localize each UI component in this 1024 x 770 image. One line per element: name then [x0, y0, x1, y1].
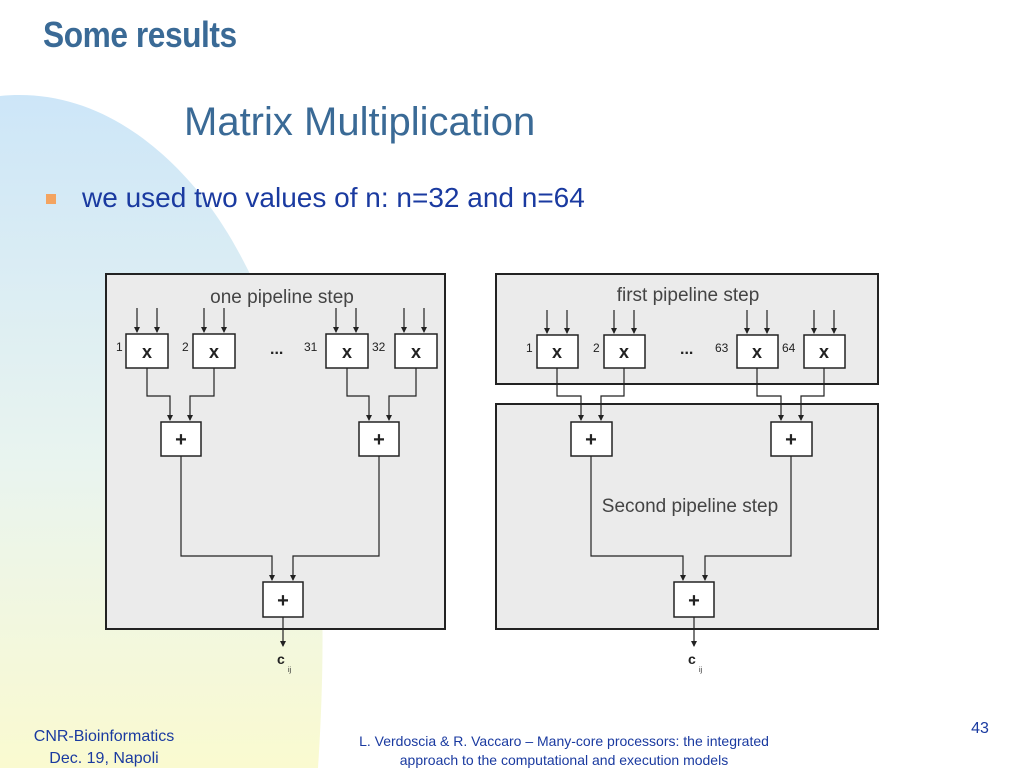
- left-input-arrows: [134, 308, 427, 333]
- left-multiplier-index: 1: [116, 340, 123, 354]
- slide-title: Some results: [43, 14, 237, 55]
- footer-citation: L. Verdoscia & R. Vaccaro – Many-core pr…: [300, 732, 828, 770]
- page-number: 43: [971, 720, 989, 737]
- left-adder-connections: [180, 456, 380, 581]
- left-final-adder: +: [262, 581, 304, 618]
- right-multiplier-op: x: [552, 342, 562, 362]
- left-output-label: c: [277, 651, 285, 667]
- right-adder-op: +: [785, 429, 797, 451]
- left-multiplier-index: 31: [304, 340, 318, 354]
- left-multiplier-op: x: [209, 342, 219, 362]
- right-multiplier: x 64: [782, 334, 846, 369]
- right-output-subscript: ij: [699, 667, 703, 674]
- footer-citation-line1: L. Verdoscia & R. Vaccaro – Many-core pr…: [359, 733, 769, 749]
- right-multiplier-index: 63: [715, 341, 729, 355]
- footer-org-line2: Dec. 19, Napoli: [49, 750, 159, 767]
- right-multiplier-index: 2: [593, 341, 600, 355]
- right-multiplier-op: x: [819, 342, 829, 362]
- left-multiplier: x 1: [116, 333, 169, 369]
- left-multiplier-index: 32: [372, 340, 386, 354]
- left-ellipsis: ...: [270, 341, 283, 358]
- right-bottom-panel-label: Second pipeline step: [602, 496, 778, 517]
- footer-organization: CNR-Bioinformatics Dec. 19, Napoli: [14, 726, 194, 770]
- right-output-label: c: [688, 651, 696, 667]
- right-multiplier-index: 1: [526, 341, 533, 355]
- right-adder: +: [770, 421, 813, 457]
- left-output-subscript: ij: [288, 667, 292, 674]
- left-mult-connections: [146, 368, 417, 421]
- left-adder-op: +: [373, 429, 385, 451]
- right-top-panel-label: first pipeline step: [617, 285, 760, 306]
- left-adder: +: [358, 421, 400, 457]
- right-diagram: first pipeline step Second pipeline step…: [495, 273, 879, 674]
- left-multiplier: x 2: [182, 333, 236, 369]
- left-adder: +: [160, 421, 202, 457]
- bullet-text: we used two values of n: n=32 and n=64: [82, 182, 585, 213]
- right-multiplier: x 2: [593, 334, 646, 369]
- bullet-square-icon: [46, 194, 56, 204]
- slide-subtitle: Matrix Multiplication: [184, 100, 536, 144]
- right-adder: +: [570, 421, 613, 457]
- left-multiplier-op: x: [411, 342, 421, 362]
- right-adder-connections: [590, 456, 792, 581]
- right-multiplier: x 63: [715, 334, 779, 369]
- left-multiplier-index: 2: [182, 340, 189, 354]
- left-final-adder-op: +: [277, 590, 289, 612]
- right-mult-connections: [556, 368, 825, 421]
- right-multiplier-index: 64: [782, 341, 796, 355]
- bullet-item: we used two values of n: n=32 and n=64: [46, 182, 585, 214]
- right-multiplier: x 1: [526, 334, 579, 369]
- left-diagram: one pipeline step x 1 x 2 ... x 31 x: [105, 273, 446, 674]
- left-multiplier-op: x: [342, 342, 352, 362]
- left-multiplier-op: x: [142, 342, 152, 362]
- right-multiplier-op: x: [619, 342, 629, 362]
- right-final-adder-op: +: [688, 590, 700, 612]
- footer-org-line1: CNR-Bioinformatics: [33, 728, 175, 745]
- footer-citation-line2: approach to the computational and execut…: [399, 752, 729, 768]
- left-adder-op: +: [175, 429, 187, 451]
- right-final-adder: +: [673, 581, 715, 618]
- left-panel-label: one pipeline step: [210, 287, 354, 308]
- right-multiplier-op: x: [752, 342, 762, 362]
- right-ellipsis: ...: [680, 341, 693, 358]
- right-input-arrows: [544, 310, 837, 334]
- right-adder-op: +: [585, 429, 597, 451]
- left-multiplier: x 31: [304, 333, 369, 369]
